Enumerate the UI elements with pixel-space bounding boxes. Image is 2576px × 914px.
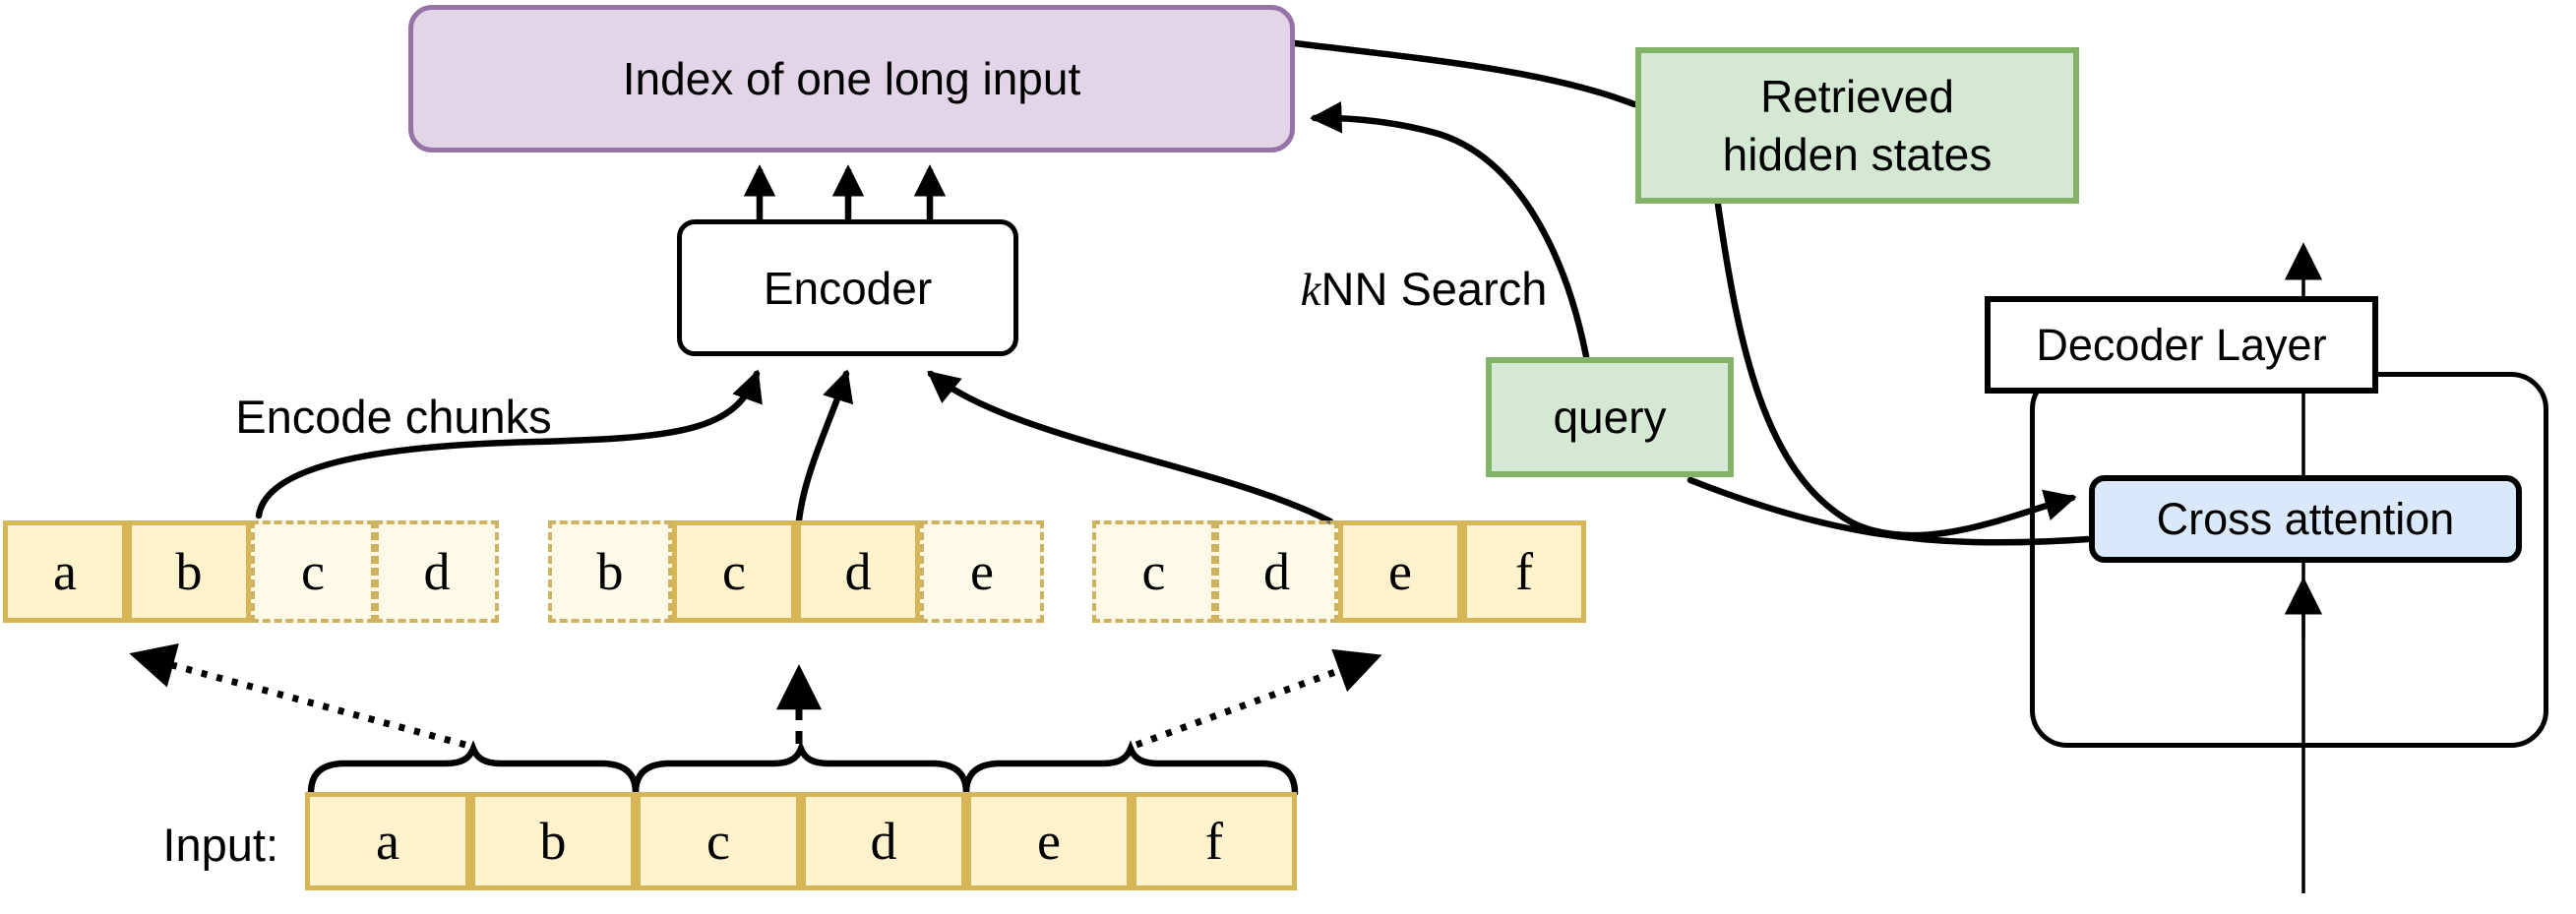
- input-chunk-braces: [307, 740, 1299, 797]
- query-to-index-arrow: [1310, 100, 1590, 360]
- chunk2-cell-b-label: b: [596, 542, 624, 601]
- chunk-to-encoder-arrows: [255, 369, 1334, 525]
- chunk1-cell-c: c: [251, 520, 375, 623]
- encoder-box: Encoder: [677, 219, 1018, 356]
- input-cell-c-label: c: [706, 812, 730, 871]
- chunk3-cell-f: f: [1462, 520, 1586, 623]
- chunk3-cell-e-label: e: [1388, 542, 1412, 601]
- input-cell-e: e: [966, 792, 1132, 890]
- input-cell-f-label: f: [1205, 812, 1223, 871]
- knn-search-label: kNN Search: [1257, 262, 1591, 317]
- retrieved-hidden-states-box: Retrieved hidden states: [1635, 47, 2079, 204]
- decoder-to-query-line: [1687, 476, 2092, 546]
- encode-chunks-label: Encode chunks: [235, 391, 552, 443]
- input-to-chunk-arrows: [129, 643, 1382, 749]
- chunk1-cell-d-label: d: [423, 542, 451, 601]
- decoder-layer-label-box: Decoder Layer: [1985, 296, 2378, 394]
- encoder-box-label: Encoder: [763, 262, 933, 314]
- chunk3-cell-d: d: [1215, 520, 1338, 623]
- index-to-retrieved-line: [1291, 39, 1638, 108]
- decoder-layer-label: Decoder Layer: [2036, 319, 2327, 370]
- index-box: Index of one long input: [408, 5, 1295, 152]
- retrieved-line1: Retrieved: [1760, 70, 1954, 122]
- knn-rest: NN Search: [1320, 263, 1548, 315]
- chunk1-cell-b: b: [127, 520, 251, 623]
- chunk2-cell-e-label: e: [970, 542, 994, 601]
- index-box-label: Index of one long input: [622, 53, 1081, 104]
- chunk2-cell-d: d: [796, 520, 920, 623]
- input-cell-e-label: e: [1037, 812, 1061, 871]
- cross-attention-label: Cross attention: [2156, 493, 2455, 544]
- input-cell-d: d: [801, 792, 966, 890]
- query-box-label: query: [1553, 391, 1667, 443]
- retrieved-to-cross-attention-arrow: [1714, 201, 2077, 539]
- input-cell-a-label: a: [376, 812, 399, 871]
- chunk2-cell-e: e: [920, 520, 1044, 623]
- chunk3-cell-e: e: [1338, 520, 1462, 623]
- chunk1-cell-c-label: c: [301, 542, 325, 601]
- input-cell-c: c: [636, 792, 801, 890]
- cross-attention-box: Cross attention: [2089, 475, 2522, 563]
- chunk3-cell-f-label: f: [1515, 542, 1533, 601]
- chunk2-cell-b: b: [548, 520, 672, 623]
- chunk2-cell-c-label: c: [722, 542, 746, 601]
- chunk3-cell-c: c: [1092, 520, 1215, 623]
- chunk3-cell-c-label: c: [1141, 542, 1166, 601]
- knn-k: k: [1300, 265, 1321, 316]
- encoder-to-index-arrows: [743, 164, 947, 219]
- input-cell-b-label: b: [539, 812, 567, 871]
- query-box: query: [1486, 357, 1734, 477]
- input-cell-f: f: [1132, 792, 1297, 890]
- chunk3-cell-d-label: d: [1263, 542, 1290, 601]
- input-cell-b: b: [470, 792, 636, 890]
- chunk2-cell-d-label: d: [844, 542, 872, 601]
- chunk1-cell-b-label: b: [175, 542, 203, 601]
- chunk2-cell-c: c: [672, 520, 796, 623]
- input-cell-d-label: d: [870, 812, 897, 871]
- retrieved-line2: hidden states: [1722, 128, 1993, 180]
- retrieved-hidden-states-label: Retrieved hidden states: [1723, 68, 1993, 184]
- chunk1-cell-a: a: [3, 520, 127, 623]
- input-cell-a: a: [305, 792, 470, 890]
- chunk1-cell-d: d: [375, 520, 499, 623]
- input-label: Input:: [162, 819, 278, 871]
- chunk1-cell-a-label: a: [53, 542, 77, 601]
